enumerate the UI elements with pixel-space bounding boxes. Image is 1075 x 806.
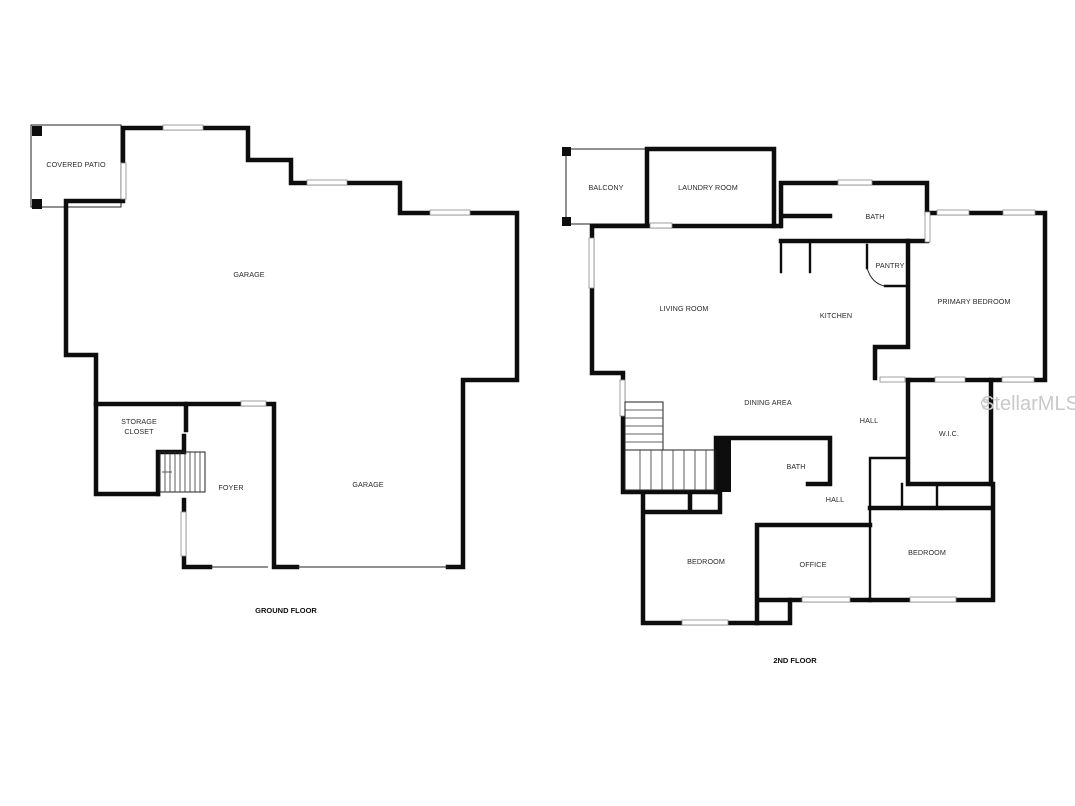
- room-label-office: OFFICE: [800, 560, 827, 569]
- window: [162, 124, 204, 131]
- primary-bedroom-walls: [872, 210, 1048, 383]
- floor-title-second: 2ND FLOOR: [773, 656, 817, 665]
- office-walls: [754, 522, 873, 626]
- room-label-living: LIVING ROOM: [659, 304, 708, 313]
- window: [681, 619, 729, 626]
- window: [837, 179, 873, 186]
- floor-title-ground: GROUND FLOOR: [255, 606, 317, 615]
- ground-exterior-wall: [120, 125, 520, 570]
- window: [936, 209, 970, 216]
- room-label-storage-line2: CLOSET: [124, 427, 154, 436]
- room-label-foyer: FOYER: [218, 483, 243, 492]
- second-floor-stairs: [624, 401, 716, 491]
- room-label-wic: W.I.C.: [939, 429, 959, 438]
- ground-floor-plan: COVERED PATIO GARAGE STORAGE CLOSET FOYE…: [30, 124, 520, 615]
- room-label-bath-lower: BATH: [786, 462, 805, 471]
- room-label-laundry: LAUNDRY ROOM: [678, 183, 738, 192]
- window: [1002, 209, 1036, 216]
- second-west-wall: [589, 223, 783, 495]
- window: [588, 237, 595, 289]
- room-label-bedroom-right: BEDROOM: [908, 548, 946, 557]
- bedroom-right-walls: [867, 481, 996, 603]
- room-label-pantry: PANTRY: [875, 261, 904, 270]
- pantry-walls: [865, 243, 910, 288]
- ground-stairs: [159, 451, 206, 493]
- window: [619, 379, 626, 417]
- watermark-star-icon: [980, 398, 990, 408]
- lower-bath-walls: [713, 435, 833, 495]
- window: [924, 211, 931, 243]
- window: [1001, 376, 1035, 383]
- room-label-hall-lower: HALL: [826, 495, 844, 504]
- lower-bath-fixture: [716, 438, 731, 492]
- upper-bath-walls: [778, 180, 930, 244]
- window: [240, 400, 267, 407]
- room-label-bedroom-left: BEDROOM: [687, 557, 725, 566]
- room-label-covered-patio: COVERED PATIO: [46, 160, 106, 169]
- room-label-garage-upper: GARAGE: [233, 270, 264, 279]
- room-label-bath-upper: BATH: [865, 212, 884, 221]
- room-label-garage-lower: GARAGE: [352, 480, 383, 489]
- room-label-storage-line1: STORAGE: [121, 417, 157, 426]
- window: [649, 222, 673, 229]
- window: [429, 209, 471, 216]
- watermark-text: StellarMLS: [981, 393, 1075, 415]
- hall-closet-walls: [868, 456, 939, 602]
- room-label-balcony: BALCONY: [588, 183, 623, 192]
- window: [909, 596, 957, 603]
- wic-walls: [905, 377, 994, 487]
- laundry-walls: [644, 146, 777, 229]
- room-label-dining: DINING AREA: [744, 398, 792, 407]
- window: [934, 376, 966, 383]
- room-label-hall-upper: HALL: [860, 416, 878, 425]
- window: [801, 596, 851, 603]
- window: [120, 162, 127, 200]
- second-floor-plan: BALCONY LAUNDRY ROOM BATH PANTRY LIVING …: [562, 146, 1048, 665]
- window: [879, 376, 906, 383]
- window: [306, 179, 348, 186]
- kitchen-stubs: [779, 239, 812, 274]
- room-label-kitchen: KITCHEN: [820, 311, 852, 320]
- watermark: StellarMLS: [980, 393, 1075, 415]
- ground-west-wall: [63, 198, 161, 497]
- window: [180, 511, 187, 557]
- room-label-primary-bedroom: PRIMARY BEDROOM: [937, 297, 1010, 306]
